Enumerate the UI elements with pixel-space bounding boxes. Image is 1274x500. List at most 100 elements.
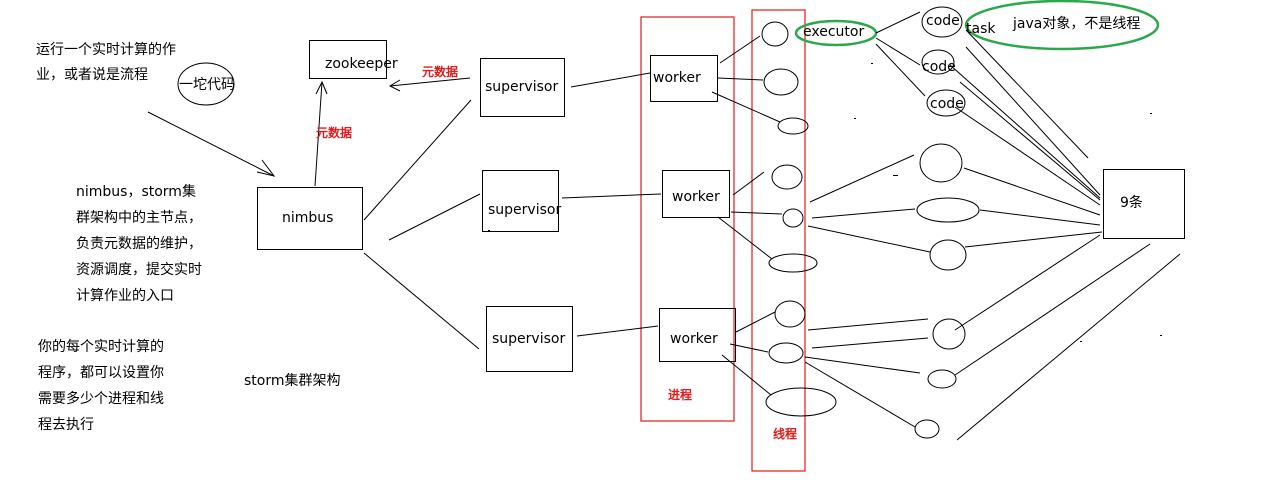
edge: [963, 167, 1101, 216]
task-ellipse: [919, 143, 963, 183]
process-label: 进程: [668, 388, 693, 402]
edge: [730, 211, 783, 215]
zookeeper-node: zookeeper: [309, 40, 398, 79]
config-description: 你的每个实时计算的 程序，都可以设置你 需要多少个进程和线 程去执行: [38, 334, 164, 438]
code-blob-ellipse: [177, 62, 235, 106]
edge: [954, 234, 1101, 331]
edge: [807, 225, 931, 253]
supervisor2-worker2-line: [561, 193, 662, 199]
thread-ellipse: [774, 300, 806, 328]
edge: [965, 29, 1089, 159]
metadata-label-top: 元数据: [422, 65, 459, 79]
config-desc-line: 需要多少个进程和线: [38, 391, 164, 407]
thread-label: 线程: [773, 427, 798, 441]
thread-ellipse: [768, 342, 804, 364]
supervisor-label: supervisor: [485, 79, 559, 95]
config-desc-line: 程去执行: [38, 417, 94, 433]
edge: [875, 11, 921, 34]
thread-ellipse: [782, 208, 804, 228]
thread-region: [751, 9, 806, 472]
thread-ellipse: [765, 387, 837, 417]
edge: [811, 337, 929, 349]
task-ellipses: [914, 6, 980, 439]
edge: [717, 77, 764, 81]
supervisor-to-zookeeper-arrowhead: [388, 79, 401, 92]
code-label-1: code: [926, 13, 960, 29]
edge: [807, 318, 929, 331]
nimbus-desc-line: 负责元数据的维护，: [76, 236, 202, 252]
supervisor-label: supervisor: [488, 202, 562, 218]
edge: [875, 37, 921, 66]
edge: [956, 253, 1181, 441]
code-label-2: code: [922, 59, 956, 75]
nimbus-to-zookeeper-arrowhead: [315, 80, 328, 95]
job-note-line2: 业，或者说是流程: [36, 67, 148, 83]
nimbus-node: nimbus: [257, 187, 363, 250]
job-note-line1: 运行一个实时计算的作: [36, 42, 176, 58]
java-object-highlight: [964, 0, 1160, 51]
edge: [717, 216, 773, 260]
worker-label: worker: [672, 189, 720, 205]
thread-ellipse: [761, 21, 789, 47]
task-ellipse: [932, 318, 966, 350]
thread-ellipse: [768, 253, 818, 273]
edge: [949, 64, 1101, 199]
edge: [804, 361, 916, 428]
thread-ellipses: [761, 21, 837, 417]
nimbus-desc-line: nimbus，storm集: [76, 184, 196, 200]
edge: [964, 231, 1103, 248]
metadata-label-left: 元数据: [316, 126, 353, 140]
edge: [959, 81, 1101, 201]
task-ellipse: [916, 197, 980, 223]
supervisor-node-1: supervisor: [480, 58, 565, 117]
zookeeper-label: zookeeper: [325, 56, 398, 72]
edge: [711, 91, 781, 123]
nimbus-to-zookeeper-line: [314, 81, 323, 187]
worker-node-1: worker: [650, 55, 718, 102]
nine-label: 9条: [1120, 195, 1143, 211]
worker-label: worker: [653, 70, 701, 86]
nimbus-supervisor3-line: [363, 252, 480, 350]
process-region: [640, 16, 735, 422]
task-ellipse: [921, 6, 963, 38]
executor-label: executor: [803, 24, 865, 40]
edge: [719, 35, 761, 64]
edges: [147, 11, 1181, 441]
config-desc-line: 你的每个实时计算的: [38, 339, 164, 355]
task-label: task: [966, 21, 996, 37]
supervisor1-worker1-line: [570, 72, 651, 88]
supervisor-to-zookeeper-line: [389, 77, 471, 87]
edge: [809, 154, 915, 203]
nimbus-desc-line: 计算作业的入口: [76, 288, 174, 304]
code-label-3: code: [930, 96, 964, 112]
edge: [954, 106, 1101, 206]
supervisor-label: supervisor: [492, 331, 566, 347]
worker-label: worker: [670, 331, 718, 347]
specks: [488, 63, 1162, 342]
nimbus-supervisor1-line: [363, 99, 472, 221]
task-ellipse: [927, 369, 957, 389]
nimbus-description: nimbus，storm集 群架构中的主节点， 负责元数据的维护， 资源调度，提…: [76, 179, 202, 309]
task-ellipse: [914, 419, 940, 439]
config-desc-line: 程序，都可以设置你: [38, 365, 164, 381]
edge: [954, 243, 1151, 376]
thread-ellipse: [763, 68, 799, 96]
thread-ellipse: [771, 164, 803, 190]
job-to-nimbus-line: [147, 111, 275, 177]
edge: [875, 43, 926, 97]
supervisor-node-3: supervisor: [486, 306, 573, 372]
nimbus-label: nimbus: [282, 210, 334, 226]
edge: [735, 311, 776, 333]
edge: [732, 171, 765, 196]
java-object-label: java对象，不是线程: [1013, 16, 1141, 32]
job-to-nimbus-arrowhead: [256, 159, 276, 177]
worker-node-2: worker: [662, 170, 730, 218]
task-ellipse: [926, 89, 966, 117]
code-blob-label: 一坨代码: [179, 77, 235, 93]
nimbus-desc-line: 资源调度，提交实时: [76, 262, 202, 278]
edge: [979, 209, 1101, 226]
edge: [804, 356, 921, 374]
edge: [965, 46, 1101, 196]
cluster-title: storm集群架构: [244, 373, 341, 389]
